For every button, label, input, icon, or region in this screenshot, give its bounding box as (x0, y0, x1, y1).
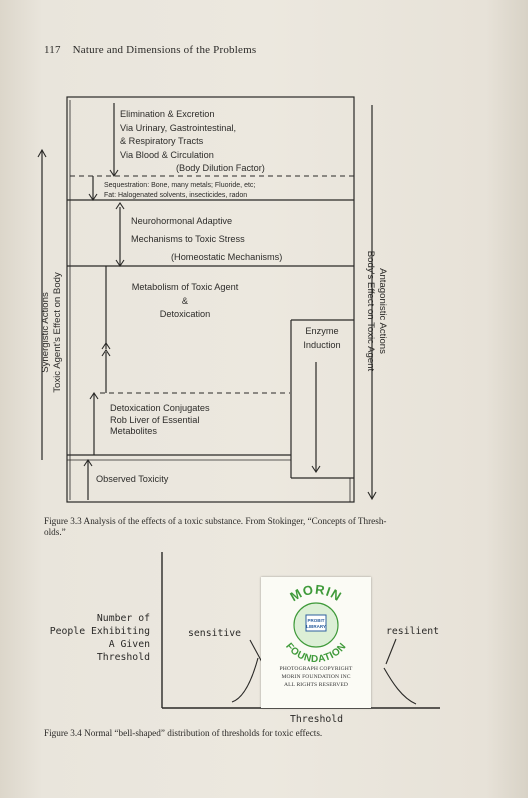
figure-3-3-lines (37, 96, 377, 503)
copyright-sticker: MORIN FOUNDATION PROBIT LIBRARY PHOTOGRA… (261, 577, 371, 708)
block-metabolism: Metabolism of Toxic Agent & Detoxication (131, 282, 239, 319)
running-header: 117 Nature and Dimensions of the Problem… (44, 44, 256, 56)
left-axis-label: Synergistic Actions Toxic Agent's Effect… (40, 272, 63, 393)
right-axis-label: Antagonistic Actions Body's Effect on To… (365, 250, 388, 372)
figure-3-3: Elimination & Excretion Via Urinary, Gas… (37, 96, 388, 503)
stamp-copyright-text: PHOTOGRAPH COPYRIGHT MORIN FOUNDATION IN… (279, 666, 353, 688)
block-elimination: Elimination & Excretion Via Urinary, Gas… (120, 109, 265, 173)
figure-3-3-caption: Figure 3.3 Analysis of the effects of a … (44, 516, 387, 537)
resilient-label: resilient (386, 626, 440, 637)
running-title: Nature and Dimensions of the Problems (72, 44, 257, 56)
resilient-pointer (385, 638, 397, 665)
figure-3-4-plot (161, 552, 440, 709)
block-conjugates: Detoxication Conjugates Rob Liver of Ess… (110, 403, 210, 436)
page-number: 117 (44, 44, 61, 56)
figure-3-4-x-label: Threshold (290, 714, 344, 725)
left-curve-tail (231, 657, 259, 703)
figure-3-4-caption: Figure 3.4 Normal “bell-shaped” distribu… (44, 728, 323, 738)
sensitive-label: sensitive (188, 628, 242, 639)
svg-text:PROBIT: PROBIT (307, 618, 324, 623)
svg-text:LIBRARY: LIBRARY (306, 624, 326, 629)
svg-text:MORIN: MORIN (287, 582, 344, 605)
sensitive-pointer (249, 639, 264, 665)
figure-frame (66, 96, 355, 503)
morin-foundation-logo: MORIN FOUNDATION PROBIT LIBRARY (283, 582, 348, 665)
block-observed-toxicity: Observed Toxicity (96, 474, 169, 484)
figure-3-4-y-label: Number of People Exhibiting A Given Thre… (49, 613, 150, 663)
right-curve-tail (383, 667, 417, 705)
block-enzyme-induction: Enzyme Induction (303, 326, 341, 350)
block-sequestration: Sequestration: Bone, many metals; Fluori… (104, 182, 256, 199)
block-neurohormonal: Neurohormonal Adaptive Mechanisms to Tox… (131, 216, 283, 262)
